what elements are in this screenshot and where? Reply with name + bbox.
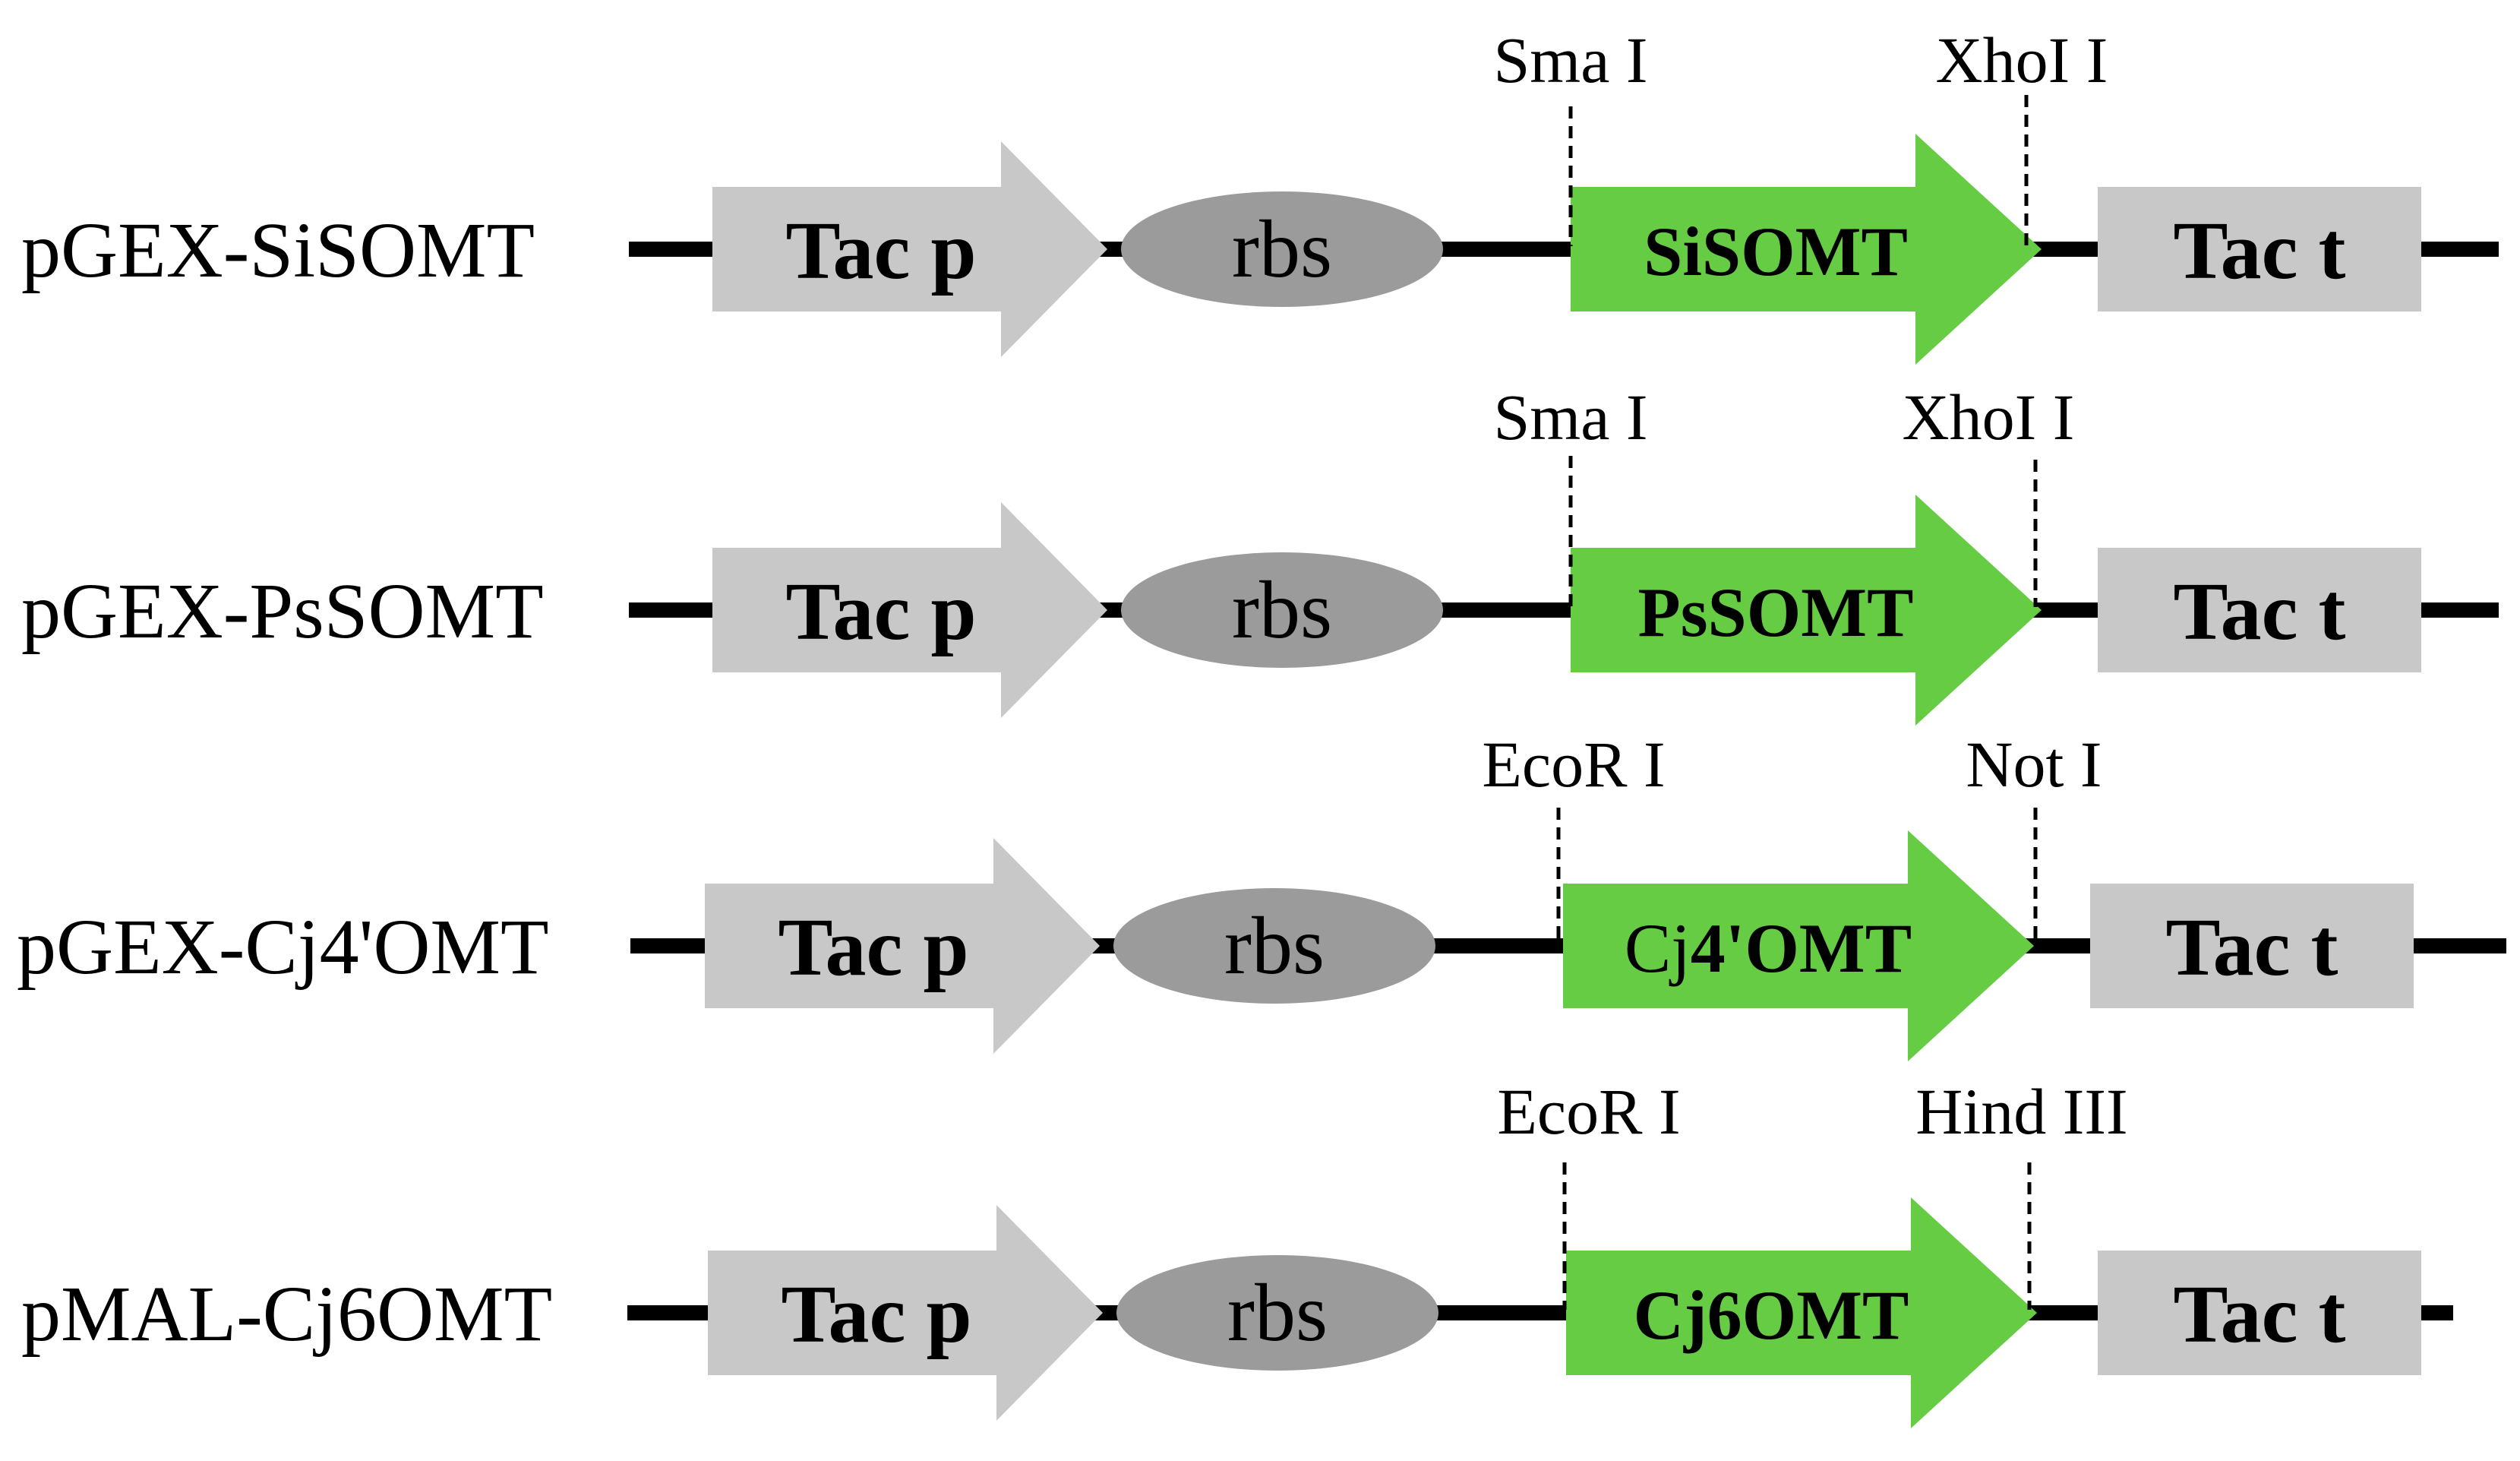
promoter-arrow bbox=[712, 502, 1107, 718]
gene-label: SiSOMT bbox=[1644, 213, 1908, 290]
gene-arrow bbox=[1566, 1197, 2037, 1428]
promoter-label: Tac p bbox=[778, 903, 968, 993]
restriction-site-left-label: Sma I bbox=[1493, 381, 1647, 454]
restriction-site-right-label: XhoI I bbox=[1903, 381, 2075, 454]
restriction-site-left-label: Sma I bbox=[1493, 24, 1647, 96]
rbs-label: rbs bbox=[1227, 1268, 1328, 1358]
rbs-ellipse bbox=[1121, 552, 1443, 668]
construct-name: pGEX-PsSOMT bbox=[21, 568, 544, 655]
restriction-site-right-label: Not I bbox=[1966, 728, 2102, 801]
terminator-label: Tac t bbox=[2173, 206, 2345, 296]
construct-name: pGEX-SiSOMT bbox=[21, 207, 535, 294]
gene-label: Cj6OMT bbox=[1634, 1276, 1909, 1354]
promoter-arrow bbox=[712, 141, 1107, 357]
construct-row: pMAL-Cj6OMT Tac p rbs Cj6OMT Tac t EcoR I Hind… bbox=[21, 1075, 2453, 1428]
construct-name: pGEX-Cj4'OMT bbox=[17, 903, 548, 991]
terminator-box bbox=[2098, 548, 2421, 672]
gene-label-part: Cj bbox=[1625, 909, 1691, 987]
promoter-label: Tac p bbox=[785, 206, 976, 296]
restriction-site-left-label: EcoR I bbox=[1497, 1075, 1680, 1148]
terminator-box bbox=[2098, 187, 2421, 311]
construct-row: pGEX-Cj4'OMT Tac p rbs Cj4'OMT Tac t EcoR I No… bbox=[17, 728, 2506, 1061]
rbs-ellipse bbox=[1121, 191, 1443, 307]
promoter-label: Tac p bbox=[785, 567, 976, 657]
terminator-label: Tac t bbox=[2173, 567, 2345, 657]
promoter-arrow bbox=[705, 838, 1100, 1054]
terminator-label: Tac t bbox=[2165, 903, 2338, 993]
gene-label: PsSOMT bbox=[1638, 574, 1914, 651]
gene-label-part: SiSOMT bbox=[1644, 213, 1908, 290]
gene-arrow bbox=[1571, 495, 2042, 726]
rbs-label: rbs bbox=[1224, 901, 1325, 991]
gene-label-part: 4'OMT bbox=[1691, 909, 1912, 987]
restriction-site-right-label: XhoI I bbox=[1936, 24, 2108, 96]
promoter-arrow bbox=[708, 1205, 1103, 1421]
promoter-label: Tac p bbox=[781, 1270, 971, 1360]
rbs-label: rbs bbox=[1232, 204, 1332, 295]
terminator-box bbox=[2098, 1251, 2421, 1375]
gene-arrow bbox=[1571, 134, 2042, 365]
construct-row: pGEX-SiSOMT Tac p rbs SiSOMT Tac t Sma I XhoI … bbox=[21, 24, 2499, 365]
construct-name: pMAL-Cj6OMT bbox=[21, 1270, 552, 1358]
gene-label-part: Cj6OMT bbox=[1634, 1276, 1909, 1354]
restriction-site-right-label: Hind III bbox=[1915, 1075, 2127, 1148]
restriction-site-left-label: EcoR I bbox=[1482, 728, 1665, 801]
rbs-ellipse bbox=[1113, 888, 1435, 1004]
terminator-label: Tac t bbox=[2173, 1270, 2345, 1360]
rbs-ellipse bbox=[1116, 1255, 1438, 1371]
gene-label: Cj4'OMT bbox=[1625, 909, 1912, 987]
construct-row: pGEX-PsSOMT Tac p rbs PsSOMT Tac t Sma I XhoI … bbox=[21, 381, 2499, 726]
rbs-label: rbs bbox=[1232, 565, 1332, 656]
gene-label-part: PsSOMT bbox=[1638, 574, 1914, 651]
terminator-box bbox=[2090, 884, 2414, 1008]
gene-arrow bbox=[1563, 830, 2034, 1061]
